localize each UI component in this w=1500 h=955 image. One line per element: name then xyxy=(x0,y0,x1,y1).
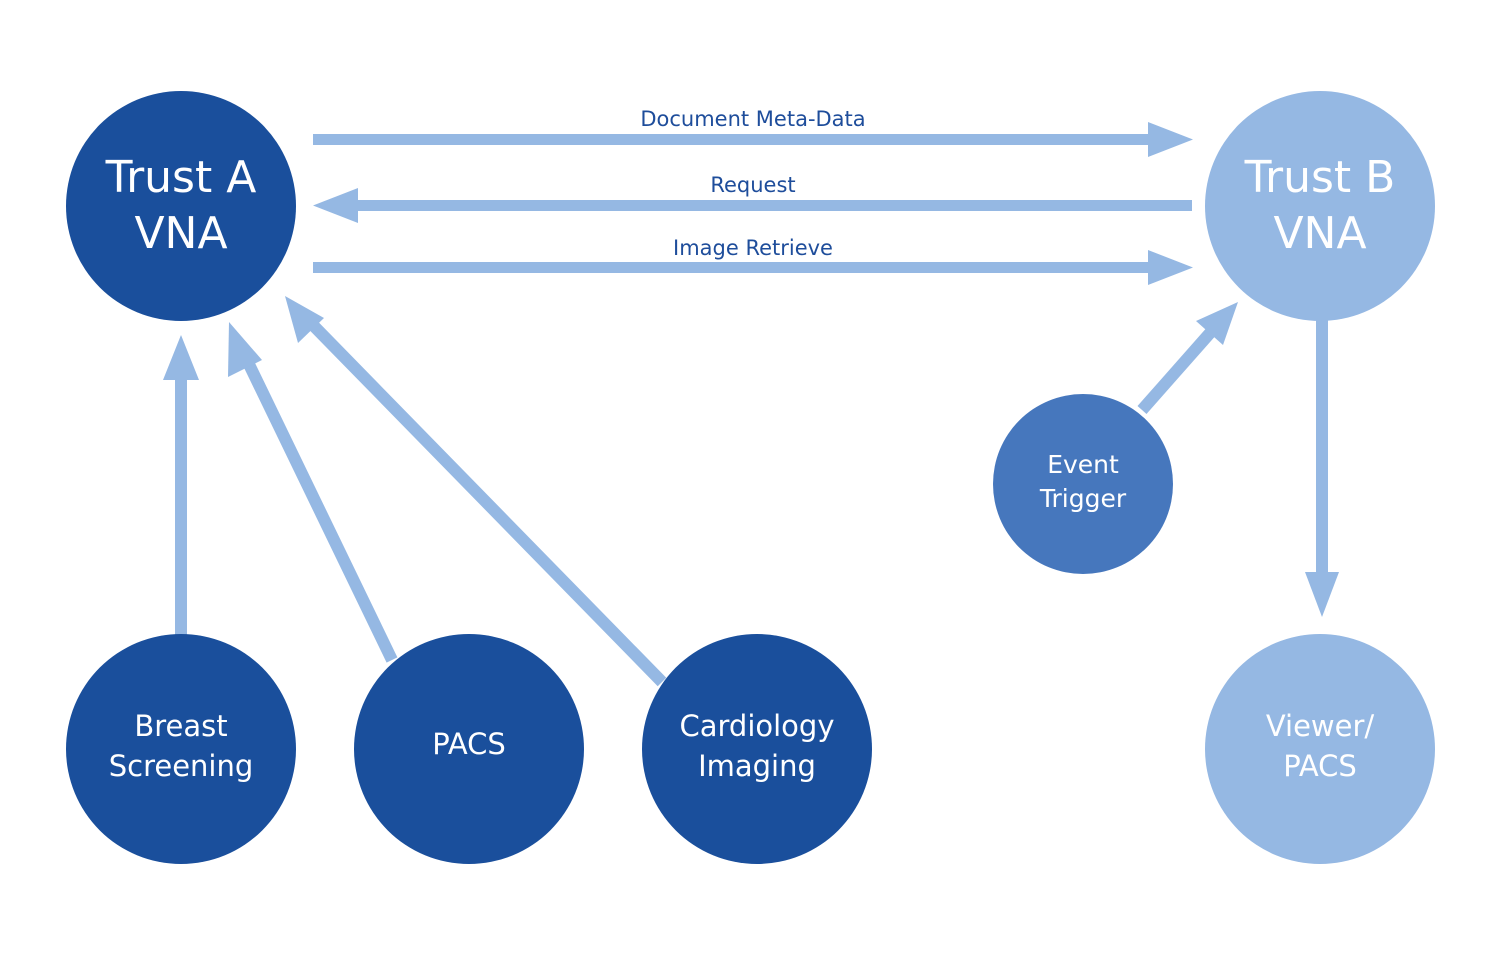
node-event-trigger-line2: Trigger xyxy=(1039,484,1127,513)
arrow-breast-to-trust-a xyxy=(163,335,199,635)
arrow-cardiology-to-trust-a xyxy=(285,296,667,687)
edge-label-image-retrieve: Image Retrieve xyxy=(673,236,833,260)
edge-label-document-metadata: Document Meta-Data xyxy=(640,107,865,131)
arrow-request xyxy=(313,188,1192,223)
node-trust-a-line2: VNA xyxy=(134,208,227,259)
node-trust-b: Trust B VNA xyxy=(1205,91,1435,321)
node-breast-screening-line2: Screening xyxy=(109,749,254,783)
node-pacs-line1: PACS xyxy=(432,727,506,761)
arrow-image-retrieve xyxy=(313,250,1193,285)
edge-label-request: Request xyxy=(710,173,795,197)
node-cardiology-imaging-line1: Cardiology xyxy=(679,709,834,743)
node-cardiology-imaging: Cardiology Imaging xyxy=(642,634,872,864)
arrow-pacs-to-trust-a xyxy=(228,322,398,663)
arrow-document-metadata xyxy=(313,122,1193,157)
node-viewer-pacs-line1: Viewer/ xyxy=(1266,709,1375,743)
node-viewer-pacs-line2: PACS xyxy=(1283,749,1357,783)
node-trust-b-line2: VNA xyxy=(1273,208,1366,259)
node-trust-a-line1: Trust A xyxy=(105,152,257,203)
node-trust-b-line1: Trust B xyxy=(1244,152,1396,203)
arrow-trust-b-to-viewer xyxy=(1305,320,1339,617)
node-event-trigger: Event Trigger xyxy=(993,394,1173,574)
node-viewer-pacs: Viewer/ PACS xyxy=(1205,634,1435,864)
node-breast-screening: Breast Screening xyxy=(66,634,296,864)
node-cardiology-imaging-line2: Imaging xyxy=(698,749,816,783)
node-breast-screening-line1: Breast xyxy=(134,709,227,743)
node-trust-a: Trust A VNA xyxy=(66,91,296,321)
node-event-trigger-line1: Event xyxy=(1047,450,1119,479)
node-pacs: PACS xyxy=(354,634,584,864)
arrow-event-to-trust-b xyxy=(1137,302,1238,414)
